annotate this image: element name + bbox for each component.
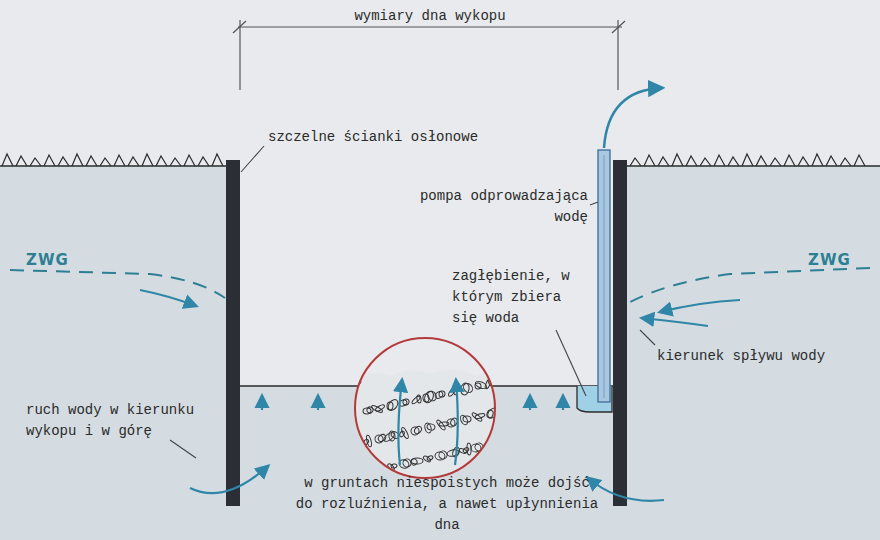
ground-surface [0, 165, 880, 167]
gravel-stone [436, 419, 447, 431]
gravel-stone [363, 408, 372, 415]
hatch-stroke [798, 157, 809, 166]
sheet-wall-right [613, 160, 627, 506]
hatch-stroke [100, 158, 111, 166]
hatch-stroke [728, 157, 739, 166]
gravel-stone [423, 390, 435, 404]
hatch-stroke [198, 157, 209, 166]
hatch-stroke [756, 156, 767, 166]
hatch-stroke [644, 155, 655, 166]
gravel-stone [424, 422, 433, 433]
hatch-stroke [742, 154, 753, 166]
upward-flow-label: ruch wody w kierunku wykopu i w górę [26, 400, 211, 442]
hatch-stroke [840, 158, 851, 166]
gravel-stone [374, 434, 384, 444]
hatch-stroke [44, 155, 55, 166]
hatch-stroke [114, 155, 125, 166]
gravel-stone [400, 427, 409, 440]
gravel-stone [422, 394, 429, 403]
hatch-stroke [58, 157, 69, 166]
sump-label: zagłębienie, w którym zbiera się woda [452, 266, 592, 329]
liquefaction-note: w gruntach niespoistych może dojść do ro… [292, 473, 602, 536]
gravel-stone [447, 419, 456, 428]
gravel-stone [371, 404, 384, 413]
gravel-stone [387, 402, 394, 410]
soil [0, 166, 880, 540]
gravel-stone [447, 387, 456, 397]
gravel-stone [411, 395, 421, 405]
pump-pipe [598, 150, 610, 402]
hatch-stroke [128, 157, 139, 166]
hatch-stroke [812, 154, 823, 166]
pump-outflow-arrow [604, 88, 662, 148]
hatch-stroke [212, 154, 223, 166]
wall-label: szczelne ścianki osłonowe [268, 127, 498, 148]
water-table-label: ZWG [26, 250, 76, 271]
water-table-left [10, 270, 225, 298]
hatch-stroke [30, 158, 41, 166]
hatch-stroke [784, 155, 795, 166]
gravel-stone [386, 398, 400, 412]
water-table-label: ZWG [808, 250, 858, 271]
hatch-stroke [714, 155, 725, 166]
gravel-stone [488, 439, 495, 450]
water-arrows [140, 290, 740, 501]
hatch-stroke [142, 154, 153, 166]
hatch-stroke [770, 158, 781, 166]
pump-pipe-shade [604, 155, 605, 398]
gravel-stone [411, 427, 420, 436]
hatch-stroke [686, 156, 697, 166]
hatch-stroke [854, 155, 865, 166]
gravel-stone [475, 383, 482, 390]
hatch-stroke [658, 157, 669, 166]
gravel-stone [423, 455, 432, 463]
water-table-right [630, 268, 870, 302]
hatch-stroke [672, 154, 683, 166]
flow-direction-label: kierunek spływu wody [657, 346, 842, 367]
pump-label: pompa odprowadzająca wodę [400, 186, 588, 228]
gravel-stone [486, 409, 494, 418]
gravel-stone [382, 431, 395, 443]
hatch-stroke [184, 155, 195, 166]
hatch-stroke [86, 156, 97, 166]
hatch-stroke [16, 156, 27, 166]
hatch-stroke [2, 154, 13, 166]
hatch-stroke [72, 154, 83, 166]
detail-circle [355, 338, 495, 478]
hatch-stroke [170, 158, 181, 166]
hatch-stroke [630, 158, 641, 166]
leader-lines [170, 146, 655, 458]
sheet-wall-left [226, 160, 240, 506]
gravel-stone [459, 414, 469, 426]
dimension-line [233, 20, 625, 90]
gravel-stone [459, 448, 468, 455]
gravel-stone [486, 406, 500, 420]
gravel-stone [471, 412, 483, 423]
gravel-stone [434, 390, 444, 399]
hatch-stroke [826, 156, 837, 166]
gravel-stone [399, 430, 405, 437]
dimension-label: wymiary dna wykopu [340, 6, 520, 27]
gravel-stone [426, 455, 433, 461]
gravel-stone [460, 382, 470, 395]
hatch-stroke [156, 156, 167, 166]
ground-hatching [2, 154, 865, 166]
gravel-stone [410, 458, 418, 466]
gravel-stone [434, 451, 445, 461]
hatch-stroke [700, 158, 711, 166]
gravel-stone [374, 466, 382, 474]
loosened-soil [350, 369, 500, 490]
